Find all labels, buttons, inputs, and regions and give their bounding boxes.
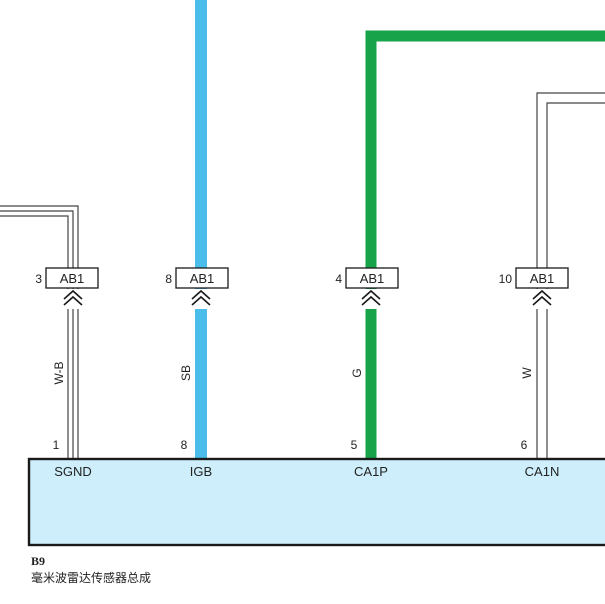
connector-ab1-pin-10: 10 AB1 [499,267,569,309]
component-pin-number: 1 [53,438,60,452]
component-pin-number: 8 [181,438,188,452]
chevron-up-icon [361,289,381,306]
wire-color-code: G [350,368,364,377]
connector-ab1-pin-8: 8 AB1 [165,267,229,309]
wire-w-b [0,205,79,459]
signal-label: CA1N [525,464,560,479]
connector-pin-number: 10 [499,272,513,286]
connector-pin-number: 3 [35,272,42,286]
signal-label: IGB [190,464,212,479]
connector-ab1-pin-4: 4 AB1 [335,267,399,309]
connector-label: AB1 [60,271,85,286]
signal-label: SGND [54,464,92,479]
wire-w [536,92,605,459]
wire-g [365,30,605,459]
component-id: B9 [31,554,45,568]
component-b9: SGND IGB CA1P CA1N [27,457,605,547]
connector-pin-number: 8 [165,272,172,286]
connector-ab1-pin-3: 3 AB1 [35,267,99,309]
chevron-up-icon [63,289,83,306]
component-pin-number: 6 [521,438,528,452]
wire-color-code: W-B [52,361,66,384]
signal-label: CA1P [354,464,388,479]
component-pin-number: 5 [351,438,358,452]
connector-label: AB1 [190,271,215,286]
connector-label: AB1 [360,271,385,286]
connector-label: AB1 [530,271,555,286]
connector-pin-number: 4 [335,272,342,286]
wire-color-code: SB [179,365,193,381]
chevron-up-icon [191,289,211,306]
component-name: 毫米波雷达传感器总成 [31,570,151,585]
chevron-up-icon [532,289,552,306]
wire-color-code: W [520,367,534,379]
